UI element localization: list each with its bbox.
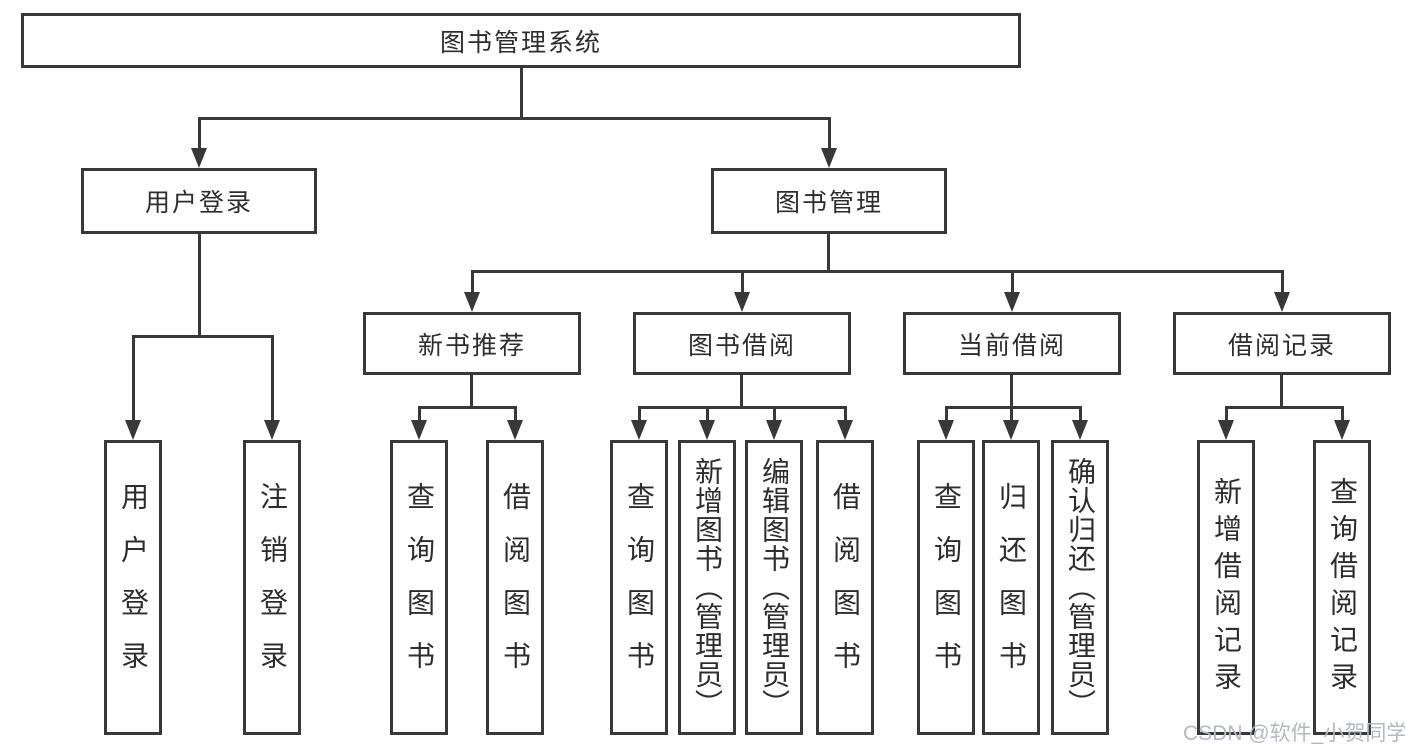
connector-drop-current-confirm [1079,406,1082,422]
node-library-system-label: 图书管理系统 [439,28,602,57]
connector-drop-borrow-records [1281,270,1284,295]
leaf-logout-login: 注销登录 [243,440,301,735]
leaf-current-return-books: 归还图书 [982,440,1040,735]
leaf-current-confirm-return-admin: 确认归还（管理员） [1051,440,1109,735]
connector-drop-borrow-borrow [844,406,847,422]
arrowhead-book-borrow [734,292,750,312]
leaf-user-login: 用户登录 [104,440,162,735]
connector-drop-leaf-user-login [132,335,135,422]
node-library-system: 图书管理系统 [21,13,1021,68]
leaf-records-add-record: 新增借阅记录 [1197,440,1255,735]
leaf-current-confirm-return-admin-label: 确认归还（管理员） [1065,457,1096,718]
connector-drop-leaf-logout [271,335,274,422]
connector-current-borrow-rail [945,406,1082,409]
arrowhead-records-query [1334,420,1350,440]
node-book-borrow-label: 图书借阅 [687,331,796,360]
leaf-newbook-borrow-books: 借阅图书 [486,440,544,735]
leaf-current-query-books: 查询图书 [917,440,975,735]
connector-level3-rail [471,270,1284,273]
leaf-borrow-borrow-books-label: 借阅图书 [830,481,861,694]
leaf-newbook-borrow-books-label: 借阅图书 [500,481,531,694]
leaf-borrow-edit-books-admin: 编辑图书（管理员） [745,440,803,735]
connector-user-login-stem [198,234,201,335]
arrowhead-user-login [191,148,207,168]
node-borrow-records: 借阅记录 [1173,312,1391,375]
node-borrow-records-label: 借阅记录 [1227,331,1336,360]
arrowhead-newbook-borrow [507,420,523,440]
connector-drop-newbook-query [418,406,421,422]
connector-drop-user-login [198,117,201,152]
connector-drop-book-management [828,117,831,152]
connector-book-management-stem [827,234,830,270]
leaf-records-add-record-label: 新增借阅记录 [1211,476,1242,699]
arrowhead-book-management [821,148,837,168]
node-book-management-label: 图书管理 [774,189,883,217]
arrowhead-current-borrow [1004,292,1020,312]
arrowhead-borrow-records [1274,292,1290,312]
leaf-user-login-label: 用户登录 [118,481,149,694]
arrowhead-newbook-query [411,420,427,440]
connector-root-stem [520,68,523,120]
arrowhead-records-add [1218,420,1234,440]
leaf-borrow-add-books-admin: 新增图书（管理员） [678,440,736,735]
connector-new-book-rail [418,406,517,409]
node-current-borrow-label: 当前借阅 [957,331,1066,360]
connector-drop-current-query [945,406,948,422]
leaf-records-query-record-label: 查询借阅记录 [1327,476,1358,699]
connector-drop-current-return [1010,406,1013,422]
arrowhead-leaf-user-login [125,420,141,440]
leaf-borrow-query-books: 查询图书 [610,440,668,735]
leaf-newbook-query-books-label: 查询图书 [404,481,435,694]
arrowhead-new-book [464,292,480,312]
connector-new-book-stem [470,375,473,406]
node-user-login: 用户登录 [81,168,317,234]
connector-drop-borrow-edit [773,406,776,422]
arrowhead-borrow-add [699,420,715,440]
connector-drop-borrow-add [706,406,709,422]
leaf-borrow-add-books-admin-label: 新增图书（管理员） [692,457,723,718]
leaf-borrow-borrow-books: 借阅图书 [816,440,874,735]
connector-drop-book-borrow [741,270,744,295]
leaf-records-query-record: 查询借阅记录 [1313,440,1371,735]
arrowhead-borrow-borrow [837,420,853,440]
connector-level2-rail [198,117,830,120]
node-user-login-label: 用户登录 [144,189,253,217]
connector-book-borrow-rail [638,406,847,409]
connector-borrow-records-rail [1225,406,1344,409]
node-book-management: 图书管理 [711,168,947,234]
connector-drop-records-query [1341,406,1344,422]
connector-drop-records-add [1225,406,1228,422]
arrowhead-borrow-query [631,420,647,440]
connector-current-borrow-stem [1010,375,1013,406]
csdn-watermark: CSDN @软件_小贺同学 [1183,722,1405,745]
leaf-borrow-edit-books-admin-label: 编辑图书（管理员） [759,457,790,718]
arrowhead-current-query [938,420,954,440]
node-current-borrow: 当前借阅 [903,312,1121,375]
leaf-newbook-query-books: 查询图书 [390,440,448,735]
leaf-current-return-books-label: 归还图书 [996,481,1027,694]
node-new-book-recommend: 新书推荐 [363,312,581,375]
connector-user-login-rail [132,335,273,338]
connector-drop-current-borrow [1011,270,1014,295]
leaf-logout-login-label: 注销登录 [257,481,288,694]
arrowhead-leaf-logout [264,420,280,440]
node-book-borrow: 图书借阅 [633,312,851,375]
arrowhead-current-confirm [1072,420,1088,440]
arrowhead-current-return [1003,420,1019,440]
arrowhead-borrow-edit [766,420,782,440]
connector-borrow-records-stem [1280,375,1283,406]
leaf-borrow-query-books-label: 查询图书 [624,481,655,694]
node-new-book-recommend-label: 新书推荐 [417,331,526,360]
connector-drop-new-book [471,270,474,295]
connector-drop-borrow-query [638,406,641,422]
connector-drop-newbook-borrow [514,406,517,422]
leaf-current-query-books-label: 查询图书 [931,481,962,694]
connector-book-borrow-stem [740,375,743,406]
